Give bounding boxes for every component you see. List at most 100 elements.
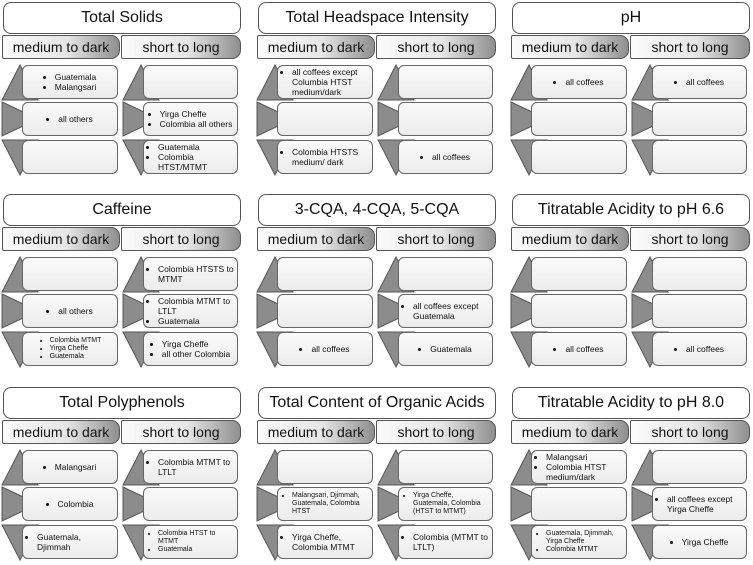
result-item: Malangsari, Djimmah, Guatemala, Colombia… (292, 492, 369, 516)
result-box: all coffees except Yirga Cheffe (652, 487, 747, 521)
result-box: all coffees (531, 65, 627, 99)
header-roast-degree: medium to dark (511, 35, 629, 59)
header-roast-degree: medium to dark (511, 420, 629, 444)
triangle-right-icon (1, 486, 40, 522)
result-box (143, 65, 238, 99)
result-box: Yirga Cheffe, Colombia MTMT (277, 525, 373, 559)
triangle-right-icon (122, 486, 161, 522)
panel-title: pH (512, 2, 750, 34)
result-box (398, 102, 493, 136)
result-list: Yirga Cheffeall other Colombia (151, 339, 231, 359)
result-list: Colombia HTSTS to MTMT (147, 264, 234, 284)
result-item: all coffees (565, 77, 603, 87)
result-box: Yirga CheffeColombia all others (143, 102, 238, 136)
result-list: all coffees (300, 344, 349, 354)
result-list: Colombia MTMT to LTLTGuatemala (147, 296, 234, 326)
result-item: Guatemala (430, 344, 472, 354)
panel-title: Titratable Acidity to pH 6.6 (512, 194, 750, 226)
result-item: all coffees except Columbia HTST medium/… (292, 67, 369, 97)
result-list: all coffees (675, 77, 724, 87)
panel-title: Total Polyphenols (3, 387, 241, 419)
header-roast-time: short to long (376, 227, 496, 251)
result-box: GuatemalaColombia HTST/MTMT (143, 140, 238, 174)
result-item: Guatemala (158, 546, 234, 554)
result-box (277, 450, 373, 484)
result-item: all coffees (686, 77, 724, 87)
result-item: Colombia MTMT (546, 546, 623, 554)
result-list: Yirga CheffeColombia all others (149, 109, 233, 129)
result-item: Colombia HTST medium/dark (546, 462, 623, 482)
result-box: Colombia (22, 487, 118, 521)
result-box: Yirga Cheffeall other Colombia (143, 332, 238, 366)
header-roast-degree: medium to dark (2, 35, 120, 59)
result-box: Malangsari (22, 450, 118, 484)
result-item: Colombia MTMT to LTLT (158, 457, 234, 477)
result-list: Guatemala, Djimmah, Yirga CheffeColombia… (535, 530, 623, 554)
result-item: all coffees (686, 344, 724, 354)
result-box: Colombia (MTMT to LTLT) (398, 525, 493, 559)
result-box (398, 450, 493, 484)
header-roast-degree: medium to dark (511, 227, 629, 251)
result-item: Yirga Cheffe (162, 339, 231, 349)
result-box (143, 487, 238, 521)
result-item: all others (58, 114, 93, 124)
result-box: all coffees except Guatemala (398, 294, 493, 328)
result-list: MalangsariColombia HTST medium/dark (535, 452, 623, 482)
triangle-right-icon (256, 486, 295, 522)
header-roast-degree: medium to dark (2, 420, 120, 444)
result-item: Malangsari (55, 82, 97, 92)
panel-title: 3-CQA, 4-CQA, 5-CQA (258, 194, 496, 226)
result-box: all coffees (398, 140, 493, 174)
result-item: Colombia HTSTS to MTMT (158, 264, 234, 284)
header-roast-degree: medium to dark (257, 420, 375, 444)
result-box (652, 257, 747, 291)
result-box (277, 294, 373, 328)
triangle-right-icon (631, 486, 670, 522)
triangle-right-icon (377, 101, 416, 137)
result-list: all coffees (554, 77, 603, 87)
header-roast-time: short to long (630, 35, 750, 59)
result-list: all coffees except Yirga Cheffe (656, 494, 743, 514)
result-box (22, 140, 118, 174)
result-item: Colombia HTST to MTMT (158, 530, 234, 546)
result-item: Colombia (58, 499, 94, 509)
result-box: Yirga Cheffe, Guatemala, Colombia (HTST … (398, 487, 493, 521)
result-box: all others (22, 294, 118, 328)
result-item: all coffees (432, 152, 470, 162)
result-list: all coffees except Columbia HTST medium/… (281, 67, 369, 97)
triangle-right-icon (256, 293, 295, 329)
result-box: Guatemala, Djimmah, Yirga CheffeColombia… (531, 525, 627, 559)
result-list: GuatemalaColombia HTST/MTMT (147, 142, 234, 172)
result-list: Malangsari (44, 462, 97, 472)
result-box (531, 487, 627, 521)
result-list: Guatemala, Djimmah (26, 532, 114, 552)
result-box: MalangsariColombia HTST medium/dark (531, 450, 627, 484)
result-item: Guatemala (50, 353, 102, 361)
panel-title: Total Headspace Intensity (258, 2, 496, 34)
result-list: GuatemalaMalangsari (44, 72, 97, 92)
result-box (531, 257, 627, 291)
result-list: all coffees (421, 152, 470, 162)
result-box (277, 102, 373, 136)
result-item: Yirga Cheffe, Guatemala, Colombia (HTST … (413, 492, 489, 516)
result-item: Guatemala, Djimmah, Yirga Cheffe (546, 530, 623, 546)
result-box: Guatemala, Djimmah (22, 525, 118, 559)
result-item: all others (58, 306, 93, 316)
triangle-right-icon (122, 101, 161, 137)
result-box: Guatemala (398, 332, 493, 366)
triangle-right-icon (1, 293, 40, 329)
result-list: Colombia MTMTYirga CheffeGuatemala (39, 337, 102, 361)
result-box: Colombia HTST to MTMTGuatemala (143, 525, 238, 559)
result-box (277, 257, 373, 291)
result-list: all others (47, 306, 93, 316)
result-box (398, 257, 493, 291)
result-item: Colombia MTMT to LTLT (158, 296, 234, 316)
result-box: all coffees (652, 65, 747, 99)
header-roast-time: short to long (121, 420, 241, 444)
